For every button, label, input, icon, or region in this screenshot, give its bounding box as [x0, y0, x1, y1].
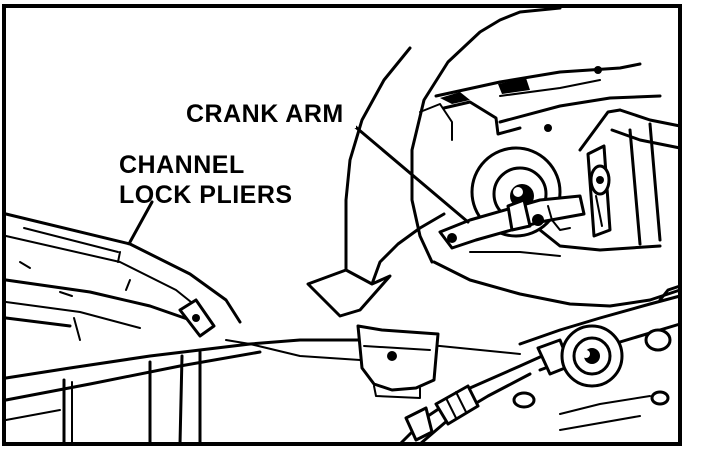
channel-label-line2: LOCK PLIERS [119, 181, 293, 209]
cable [398, 294, 682, 446]
pliers-leader [128, 200, 154, 244]
channel-label-line1: CHANNEL [119, 151, 245, 179]
grommet [512, 284, 682, 431]
frame [2, 4, 682, 446]
crank-arm-leader [350, 122, 470, 224]
crank-arm-label: CRANK ARM [186, 100, 344, 128]
detail-inset [410, 6, 682, 308]
crank-arm-label-bg [184, 98, 356, 128]
channel-lock-pliers [4, 212, 242, 341]
mounting-bracket [356, 324, 440, 399]
body-panel [4, 338, 521, 446]
direction-arrow [306, 46, 446, 318]
